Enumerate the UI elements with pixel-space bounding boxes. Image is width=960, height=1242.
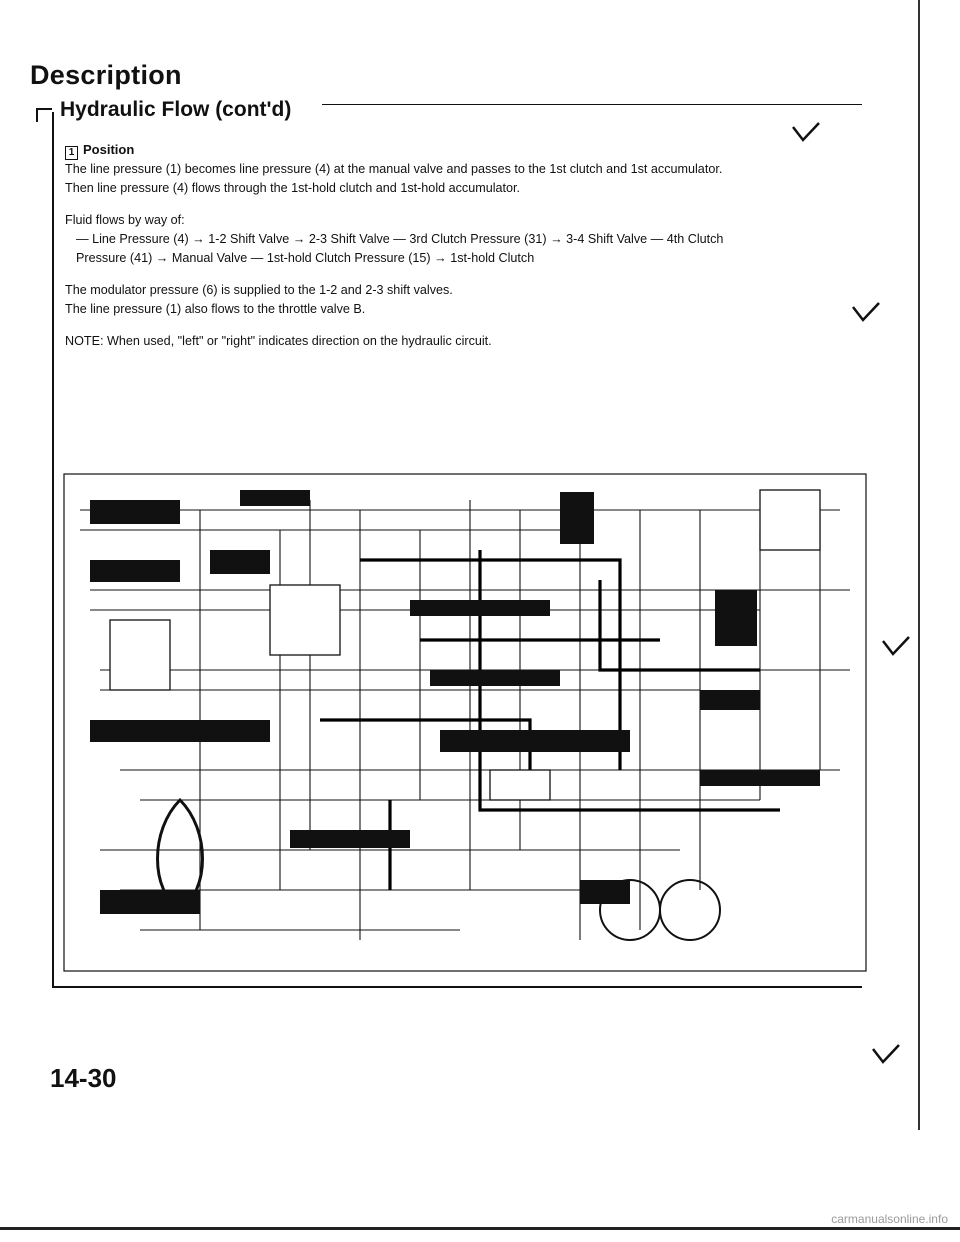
frame-bottom-line: [52, 986, 862, 988]
position-label: Position: [83, 142, 135, 157]
paragraph-line: Then line pressure (4) flows through the…: [65, 181, 521, 195]
note-line: NOTE: When used, "left" or "right" indic…: [65, 334, 492, 348]
page-number: 14-30: [50, 1063, 117, 1093]
check-mark-icon: [852, 302, 880, 322]
frame-left-line: [52, 112, 54, 987]
bottom-rule: [0, 1227, 960, 1230]
subtitle-rule: [322, 104, 862, 105]
page-title: Description: [30, 60, 182, 90]
position-heading: 1 Position: [65, 140, 865, 160]
hydraulic-circuit-diagram: [63, 473, 867, 972]
subtitle-bracket: [36, 108, 52, 122]
check-mark-icon: [792, 122, 820, 142]
paragraph-line: The modulator pressure (6) is supplied t…: [65, 283, 453, 297]
watermark-text: carmanualsonline.info: [831, 1212, 948, 1226]
page-subtitle: Hydraulic Flow (cont'd): [60, 98, 292, 121]
paragraph-line: Fluid flows by way of:: [65, 213, 185, 227]
check-mark-icon: [882, 636, 910, 656]
position-description: 1 Position The line pressure (1) becomes …: [65, 140, 865, 351]
paragraph-line: The line pressure (1) also flows to the …: [65, 302, 366, 316]
check-mark-icon: [872, 1044, 900, 1064]
flow-line: Pressure (41) → Manual Valve — 1st-hold …: [76, 251, 535, 265]
binding-edge-line: [918, 0, 920, 1130]
flow-line: — Line Pressure (4) → 1-2 Shift Valve → …: [76, 232, 724, 246]
paragraph-line: The line pressure (1) becomes line press…: [65, 162, 723, 176]
position-number-box: 1: [65, 146, 78, 160]
